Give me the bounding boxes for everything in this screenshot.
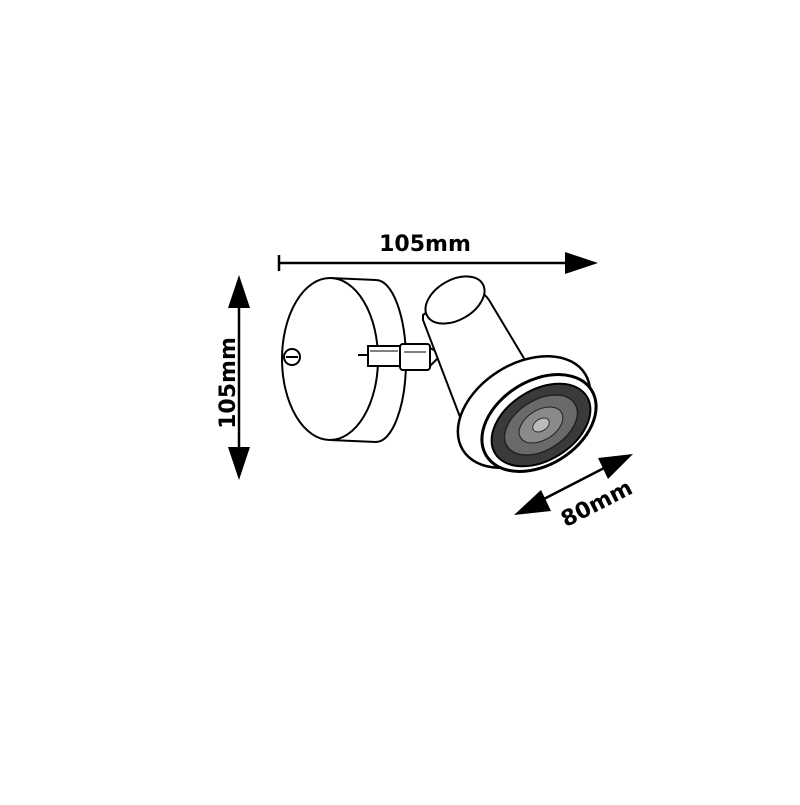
- head-lower-arrowhead-icon: [514, 490, 551, 515]
- width-arrowhead-icon: [565, 252, 598, 274]
- lamp-center: [532, 417, 550, 433]
- arm-collar: [399, 343, 431, 371]
- width-label: 105mm: [379, 232, 471, 257]
- height-bottom-arrowhead-icon: [228, 447, 250, 480]
- height-label: 105mm: [216, 337, 241, 429]
- head-dimension-line: [539, 464, 609, 503]
- spot-body-top: [424, 275, 486, 325]
- spot-head: [422, 275, 598, 473]
- head-diameter-label: 80mm: [557, 476, 636, 533]
- arm-joint: [367, 345, 401, 367]
- head-upper-arrowhead-icon: [598, 454, 633, 479]
- height-top-arrowhead-icon: [228, 275, 250, 308]
- connector-arm: [358, 343, 444, 371]
- height-dimension: 105mm: [216, 275, 250, 480]
- width-dimension: 105mm: [277, 232, 598, 274]
